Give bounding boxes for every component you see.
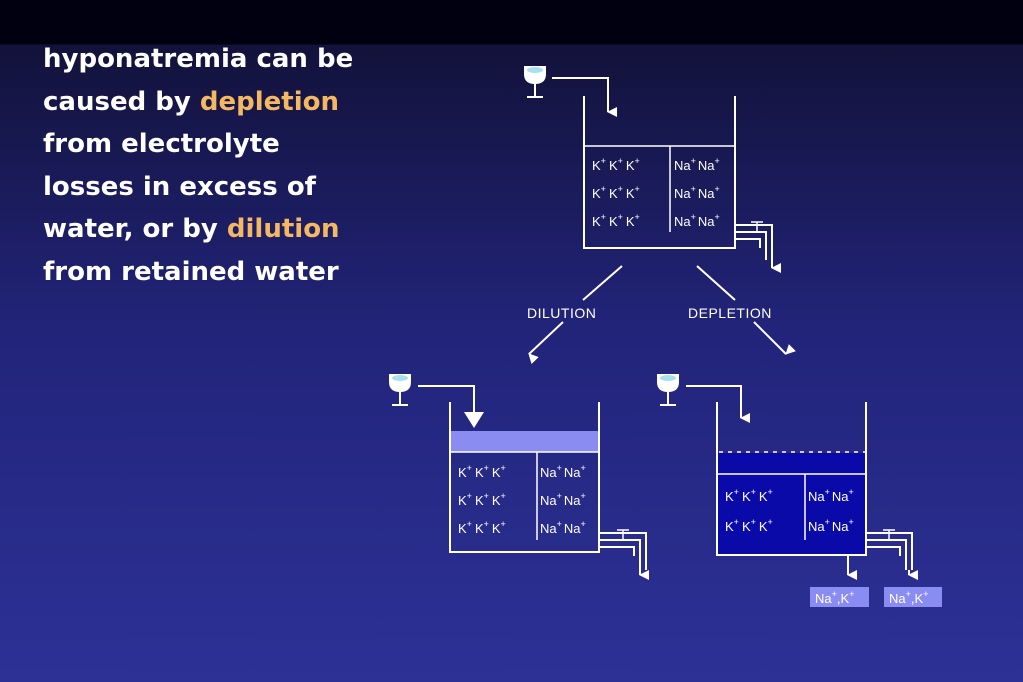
tank-walls	[449, 402, 600, 553]
output-ions-right: Na+,K+	[884, 587, 942, 607]
svg-text:K+K+K+: K+K+K+	[592, 184, 640, 201]
tank-walls	[583, 96, 736, 249]
svg-text:Na+,K+: Na+,K+	[889, 589, 928, 606]
inflow-pipe	[686, 385, 750, 423]
svg-text:K+K+K+: K+K+K+	[458, 463, 506, 480]
tap-icon	[599, 529, 649, 580]
water-glass-icon	[657, 374, 679, 406]
tank-walls	[716, 402, 867, 556]
svg-text:K+K+K+: K+K+K+	[592, 156, 640, 173]
top-tank: K+K+K+ K+K+K+ K+K+K+ Na+Na+ Na+Na+ Na+Na…	[524, 66, 781, 273]
svg-text:Na+Na+: Na+Na+	[540, 491, 586, 508]
dilution-branch: DILUTION	[527, 265, 623, 364]
dilution-label: DILUTION	[527, 305, 596, 321]
svg-text:K+K+K+: K+K+K+	[592, 212, 640, 229]
arrow-icon	[528, 321, 564, 364]
ion-k: K	[592, 158, 601, 173]
svg-text:Na+Na+: Na+Na+	[540, 519, 586, 536]
svg-text:Na+,K+: Na+,K+	[815, 589, 854, 606]
diluted-water-layer	[451, 431, 598, 452]
arrow-icon	[753, 321, 796, 355]
depletion-label: DEPLETION	[688, 305, 772, 321]
svg-text:Na+Na+: Na+Na+	[808, 517, 854, 534]
k-ions: K+K+K+ K+K+K+ K+K+K+	[592, 156, 640, 229]
svg-text:K+K+K+: K+K+K+	[725, 487, 773, 504]
svg-text:Na+Na+: Na+Na+	[674, 212, 720, 229]
na-ions: Na+Na+ Na+Na+ Na+Na+	[674, 156, 720, 229]
dilution-tank: K+K+K+ K+K+K+ K+K+K+ Na+Na+ Na+Na+ Na+Na…	[389, 374, 649, 580]
depletion-branch: DEPLETION	[688, 265, 796, 355]
slide-text: hyponatremia can be caused by depletion …	[43, 44, 354, 287]
water-glass-icon	[524, 66, 546, 98]
svg-text:Na+Na+: Na+Na+	[674, 184, 720, 201]
tap-icon	[866, 529, 918, 580]
output-ions-left: Na+,K+	[810, 587, 869, 607]
svg-text:K+K+K+: K+K+K+	[725, 517, 773, 534]
svg-text:K+K+K+: K+K+K+	[458, 519, 506, 536]
svg-text:K+K+K+: K+K+K+	[458, 491, 506, 508]
depletion-ions: K+K+K+ K+K+K+ Na+Na+ Na+Na+	[725, 487, 854, 534]
inflow-pipe	[552, 77, 617, 117]
depleted-fluid	[718, 453, 866, 554]
tap-icon	[735, 221, 781, 273]
depletion-highlight: depletion	[199, 86, 339, 117]
depletion-tank: K+K+K+ K+K+K+ Na+Na+ Na+Na+ Na+,K+ Na+,K…	[657, 374, 942, 607]
dilution-ions: K+K+K+ K+K+K+ K+K+K+ Na+Na+ Na+Na+ Na+Na…	[458, 463, 586, 536]
inflow-pipe	[418, 385, 475, 424]
svg-text:Na+Na+: Na+Na+	[540, 463, 586, 480]
water-glass-icon	[389, 374, 411, 406]
top-ions: K+K+K+ K+K+K+ K+K+K+ Na+Na+ Na+Na+ Na+Na…	[592, 156, 720, 229]
svg-text:Na+Na+: Na+Na+	[674, 156, 720, 173]
dilution-highlight: dilution	[226, 214, 340, 244]
svg-text:Na+Na+: Na+Na+	[808, 487, 854, 504]
